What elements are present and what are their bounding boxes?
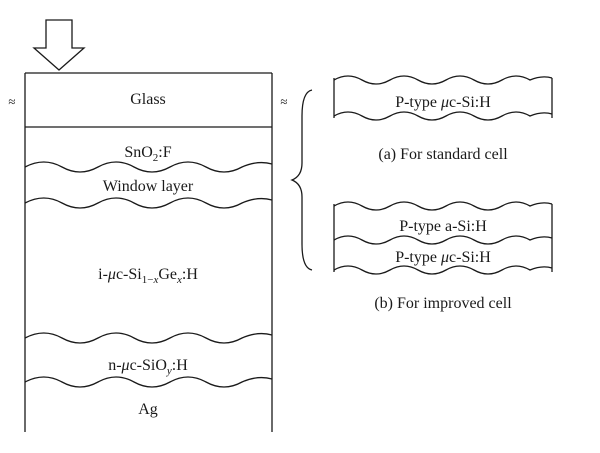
option-a-layer-label: P-type μc-Si:H — [395, 94, 491, 111]
option-b-layer2-label: P-type μc-Si:H — [395, 249, 491, 266]
option-a-bottom-wave — [333, 111, 553, 121]
option-b-caption: (b) For improved cell — [374, 295, 512, 312]
light-arrow-icon — [32, 19, 86, 71]
option-a-caption: (a) For standard cell — [378, 146, 508, 163]
option-b-top-wave — [333, 201, 553, 211]
break-mark-left: ≈ — [8, 94, 15, 109]
option-b-layer1-label: P-type a-Si:H — [399, 218, 487, 235]
label-window-layer: Window layer — [103, 178, 194, 195]
option-a-top-wave — [333, 75, 553, 85]
label-sno2: SnO2:F — [124, 144, 171, 164]
label-absorber: i-μc-Si1−xGex:H — [98, 266, 198, 286]
break-mark-right: ≈ — [280, 94, 287, 109]
interface-window-absorber — [24, 197, 273, 209]
option-b-bottom-wave — [333, 265, 553, 275]
interface-nlayer-ag — [24, 376, 273, 388]
interface-absorber-nlayer — [24, 332, 273, 344]
option-b-middle-wave — [333, 235, 553, 245]
interface-sno2-window — [24, 161, 273, 173]
label-ag: Ag — [138, 401, 158, 418]
brace — [290, 89, 313, 271]
label-glass: Glass — [130, 91, 166, 108]
label-n-layer: n-μc-SiOy:H — [108, 357, 188, 377]
